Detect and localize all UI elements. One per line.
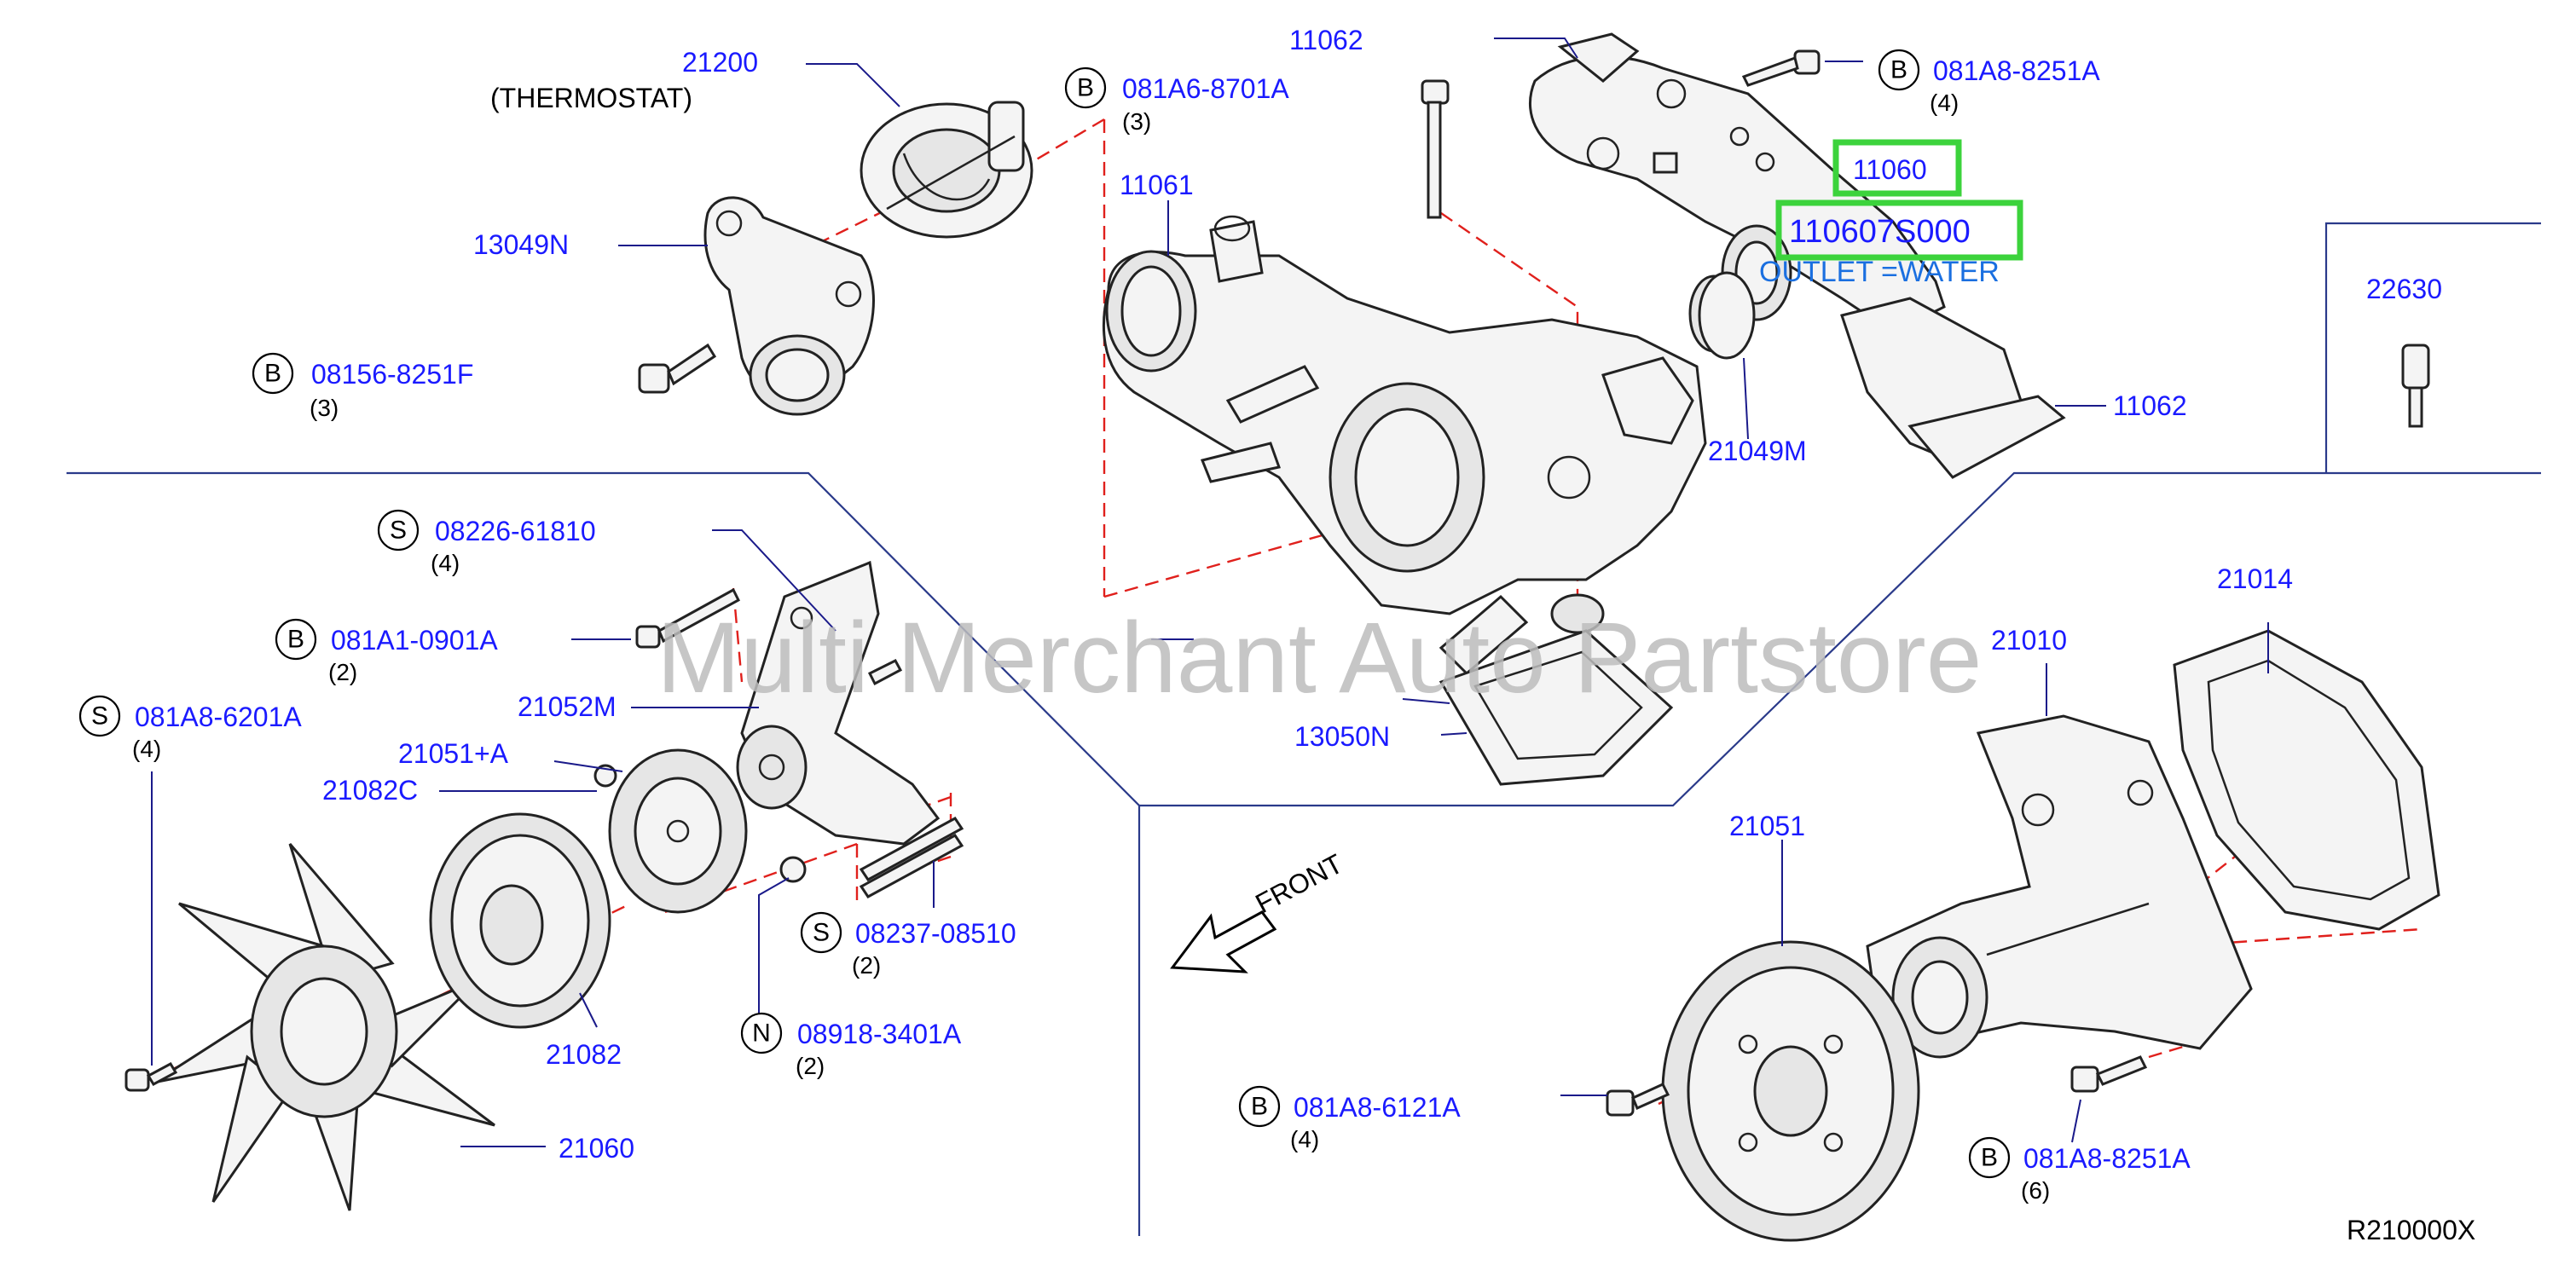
prefix-circle bbox=[1064, 66, 1107, 109]
bolt-08156-illustration bbox=[638, 343, 717, 394]
sensor-22630-illustration bbox=[2401, 344, 2430, 428]
qty-081A8-6121A: (4) bbox=[1290, 1126, 1319, 1152]
gasket-21014-illustration bbox=[2173, 629, 2440, 931]
label-08226-61810[interactable]: 08226-61810 bbox=[435, 516, 596, 546]
fan-blade-21060-illustration bbox=[153, 843, 495, 1211]
prefix-circle bbox=[1238, 1085, 1281, 1128]
label-11061[interactable]: 11061 bbox=[1120, 170, 1194, 200]
label-21010[interactable]: 21010 bbox=[1991, 625, 2067, 656]
prefix-letter: B bbox=[1981, 1144, 1998, 1172]
qty-081A8-8251A-bottom: (6) bbox=[2021, 1177, 2050, 1204]
caption-outlet-water: OUTLET =WATER bbox=[1759, 256, 2000, 288]
label-08918-3401A[interactable]: 08918-3401A bbox=[797, 1019, 962, 1049]
qty-081A1-0901A: (2) bbox=[328, 659, 357, 685]
prefix-circle bbox=[252, 352, 294, 395]
bolts-pump-illustration bbox=[1606, 1055, 2148, 1117]
qty-08237-08510: (2) bbox=[852, 952, 881, 979]
qty-08918-3401A: (2) bbox=[796, 1053, 825, 1079]
pump-pulley-21051-illustration bbox=[1661, 940, 1920, 1242]
qty-081A6-8701A: (3) bbox=[1122, 108, 1151, 135]
front-label: FRONT bbox=[1250, 848, 1347, 920]
leader-lines bbox=[151, 38, 2269, 1147]
label-081A8-8251A-bottom[interactable]: 081A8-8251A bbox=[2023, 1143, 2191, 1174]
label-21200[interactable]: 21200 bbox=[682, 47, 758, 78]
label-thermostat: (THERMOSTAT) bbox=[490, 83, 692, 113]
bolts-fan-group-illustration bbox=[124, 587, 964, 1092]
gaskets-11062-illustration bbox=[1557, 32, 2066, 479]
label-21060[interactable]: 21060 bbox=[559, 1133, 634, 1164]
label-110607S000[interactable]: 110607S000 bbox=[1789, 214, 1971, 250]
prefix-circle bbox=[377, 509, 420, 552]
prefix-circle bbox=[800, 911, 842, 954]
label-21082C[interactable]: 21082C bbox=[322, 775, 418, 806]
water-inlet-13049N-illustration bbox=[703, 196, 875, 416]
label-21014[interactable]: 21014 bbox=[2217, 563, 2293, 594]
thermostat-illustration bbox=[860, 101, 1033, 239]
qty-081A8-6201A: (4) bbox=[132, 736, 161, 762]
label-081A6-8701A[interactable]: 081A6-8701A bbox=[1122, 73, 1289, 104]
highlight-box-11060 bbox=[1832, 139, 1962, 197]
prefix-letter: S bbox=[813, 919, 830, 947]
label-21049M[interactable]: 21049M bbox=[1708, 436, 1807, 466]
label-11062-right[interactable]: 11062 bbox=[2113, 390, 2187, 421]
prefix-circle bbox=[275, 618, 317, 661]
front-arrow-icon bbox=[1170, 910, 1277, 973]
label-081A1-0901A[interactable]: 081A1-0901A bbox=[331, 625, 498, 656]
highlight-box-110607S000 bbox=[1775, 199, 2023, 261]
label-081A8-6201A[interactable]: 081A8-6201A bbox=[135, 702, 302, 732]
label-22630[interactable]: 22630 bbox=[2366, 274, 2442, 304]
water-pump-21010-illustration bbox=[1866, 714, 2253, 1059]
prefix-letter: B bbox=[264, 360, 281, 388]
pulley-21051A-illustration bbox=[608, 748, 748, 914]
qty-081A8-8251A-top: (4) bbox=[1930, 90, 1959, 116]
label-13049N[interactable]: 13049N bbox=[473, 229, 569, 260]
part-labels: 21200 (THERMOSTAT) 13049N B 08156-8251F … bbox=[78, 25, 2442, 1204]
prefix-circle bbox=[78, 695, 121, 737]
diagram-reference: R210000X bbox=[2347, 1215, 2475, 1245]
water-outlet-11061-illustration bbox=[1102, 215, 1707, 676]
prefix-letter: B bbox=[287, 626, 304, 654]
label-13050N[interactable]: 13050N bbox=[1294, 721, 1390, 752]
label-11062-top[interactable]: 11062 bbox=[1289, 25, 1363, 55]
qty-08226-61810: (4) bbox=[431, 550, 460, 576]
qty-08156-8251F: (3) bbox=[310, 395, 339, 421]
prefix-letter: B bbox=[1890, 56, 1907, 84]
gasket-13050N-illustration bbox=[1439, 629, 1674, 786]
idler-bracket-21052M-illustration bbox=[736, 560, 941, 846]
label-21052M[interactable]: 21052M bbox=[518, 691, 617, 722]
prefix-letter: B bbox=[1251, 1093, 1268, 1121]
label-11060[interactable]: 11060 bbox=[1853, 154, 1927, 185]
prefix-circle bbox=[1968, 1136, 2011, 1179]
o-ring-21049M-illustration bbox=[1698, 271, 1756, 360]
label-08156-8251F[interactable]: 08156-8251F bbox=[311, 359, 473, 390]
label-081A8-6121A[interactable]: 081A8-6121A bbox=[1294, 1092, 1461, 1123]
watermark: Multi Merchant Auto Partstore bbox=[657, 602, 1982, 714]
prefix-letter: N bbox=[752, 1020, 771, 1048]
prefix-letter: S bbox=[390, 517, 407, 545]
prefix-letter: B bbox=[1077, 74, 1094, 102]
prefix-circle bbox=[1878, 49, 1920, 91]
fan-clutch-21082-illustration bbox=[429, 812, 611, 1029]
label-08237-08510[interactable]: 08237-08510 bbox=[855, 918, 1016, 949]
zone-dividers bbox=[67, 222, 2541, 1236]
label-21082[interactable]: 21082 bbox=[546, 1039, 622, 1070]
label-21051A[interactable]: 21051+A bbox=[398, 738, 509, 769]
prefix-circle bbox=[740, 1012, 783, 1054]
label-21051[interactable]: 21051 bbox=[1729, 811, 1805, 841]
prefix-letter: S bbox=[91, 702, 108, 731]
label-081A8-8251A-top[interactable]: 081A8-8251A bbox=[1933, 55, 2100, 86]
bolts-top-illustration bbox=[1421, 49, 1821, 219]
